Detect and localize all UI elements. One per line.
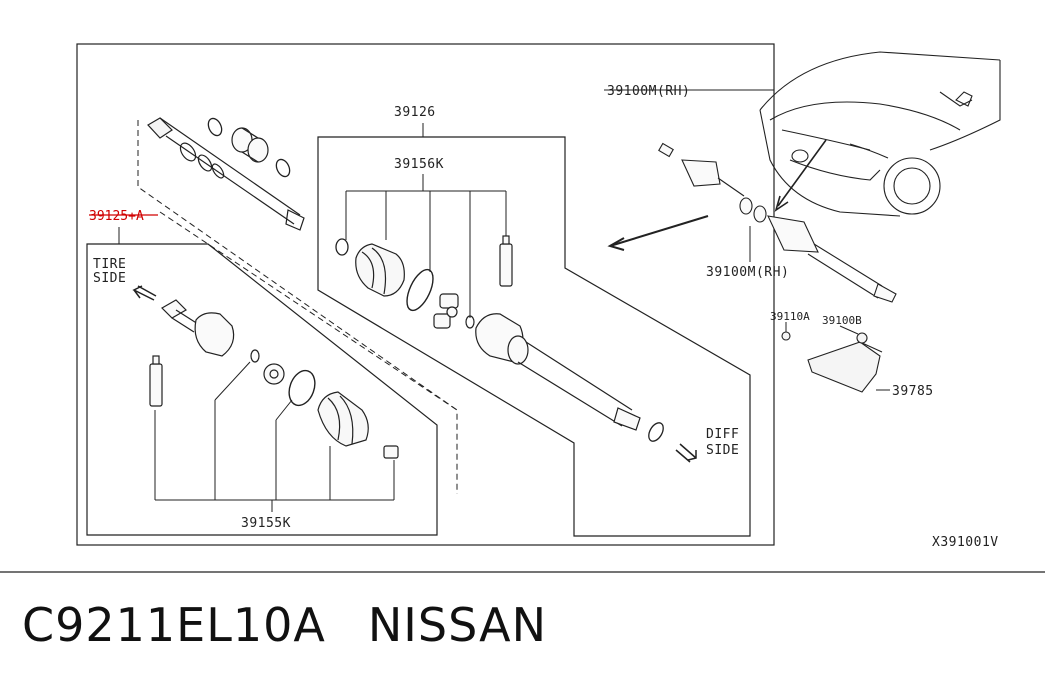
- pointer-arrow: [777, 139, 827, 207]
- direction-arrow-icon: [609, 215, 709, 247]
- diff-side-label-2: SIDE: [706, 443, 739, 458]
- callout-39126: 39126: [394, 105, 436, 120]
- tripod-joint: [433, 293, 459, 329]
- tire-side-label-1: TIRE: [93, 257, 126, 272]
- dashed-frame: [137, 120, 458, 494]
- part-number: C9211EL10A: [22, 598, 326, 652]
- assembly-frame: [76, 43, 775, 546]
- outer-boot: [317, 391, 369, 447]
- kit-bracket: [154, 361, 395, 512]
- brand-name: NISSAN: [367, 598, 547, 652]
- bearing-bracket: [781, 331, 883, 393]
- direction-arrow-icon: [607, 237, 625, 251]
- callout-39110a: 39110A: [770, 310, 810, 323]
- outer-joint: [161, 299, 235, 357]
- footer-title: C9211EL10A NISSAN: [22, 598, 547, 652]
- tire-side-label-2: SIDE: [93, 271, 126, 286]
- diff-side-label-1: DIFF: [706, 427, 739, 442]
- callout-39156k: 39156K: [394, 157, 444, 172]
- callout-39785: 39785: [892, 384, 934, 399]
- inner-boot: [355, 243, 405, 297]
- axle-shaft-car: [658, 142, 897, 303]
- snap-ring: [465, 315, 475, 329]
- clamp-ring: [335, 238, 349, 256]
- inner-race: [263, 363, 285, 385]
- car-illustration: [759, 51, 1001, 217]
- callout-39155k: 39155K: [241, 516, 291, 531]
- axle-shaft-outer: [147, 117, 305, 231]
- leader-line: [839, 325, 859, 335]
- diff-side-arrow-icon: [679, 443, 697, 461]
- callout-39100m-car: 39100M(RH): [706, 265, 789, 280]
- boot-band: [406, 268, 434, 312]
- inner-housing: [475, 313, 641, 431]
- inner-kit-frame: [317, 136, 751, 537]
- circlip: [648, 422, 664, 442]
- damper: [231, 127, 269, 163]
- pointer-arrow: [774, 195, 789, 212]
- kit-bracket: [345, 174, 507, 318]
- figure-code: X391001V: [932, 535, 999, 550]
- tire-side-arrow-icon: [137, 285, 157, 297]
- grease-tube: [149, 355, 163, 407]
- callout-39125a[interactable]: 39125+A: [89, 209, 144, 224]
- shaft-rings: [207, 117, 291, 178]
- boot-band: [288, 369, 316, 407]
- small-clamp: [383, 445, 399, 459]
- grease-tube: [499, 235, 513, 287]
- outer-kit-frame: [86, 243, 438, 536]
- callout-39100b: 39100B: [822, 314, 862, 327]
- callout-39100m-top: 39100M(RH): [607, 84, 690, 99]
- diff-side-arrow-icon: [675, 449, 691, 463]
- snap-ring: [250, 349, 260, 363]
